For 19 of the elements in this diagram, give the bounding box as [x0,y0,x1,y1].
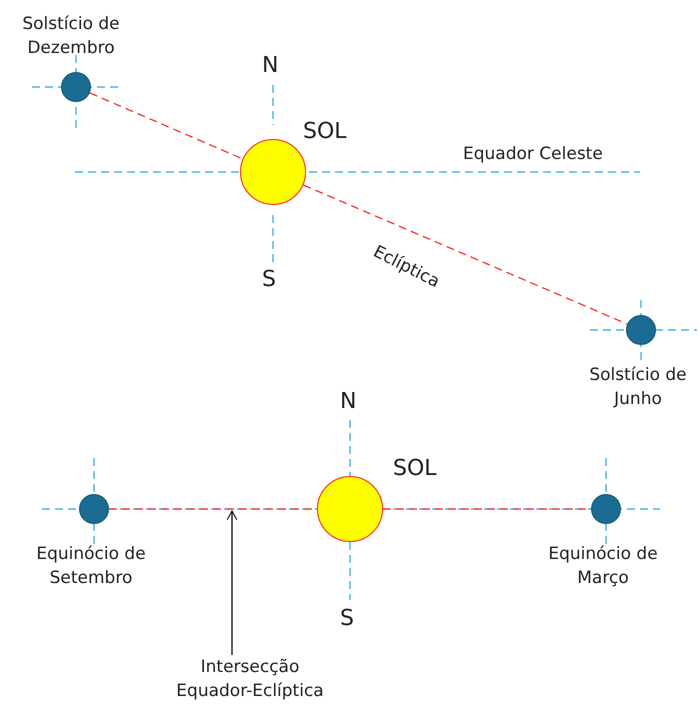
leader-line [226,510,238,655]
compass-letter: S [340,607,354,631]
position-caption: Equinócio de Setembro [35,543,147,590]
sun-label: SOL [393,457,437,481]
ecliptic-line [303,184,628,325]
earth-circle [626,315,656,345]
position-caption: Solstício de Dezembro [21,13,121,60]
compass-letter: N [340,390,356,414]
caption-text: Intersecção Equador-Eclíptica [160,655,340,703]
ecliptic-line [90,92,243,160]
position-caption: Solstício de Junho [588,364,688,411]
earth-circle [591,494,621,524]
earth-circle [61,72,91,102]
earth-circle [79,494,109,524]
sun-label: SOL [303,120,347,144]
compass-letter: S [262,268,276,292]
position-caption: Equinócio de Março [547,543,659,590]
axis-label: Equador Celeste [463,143,603,166]
compass-letter: N [262,54,278,78]
